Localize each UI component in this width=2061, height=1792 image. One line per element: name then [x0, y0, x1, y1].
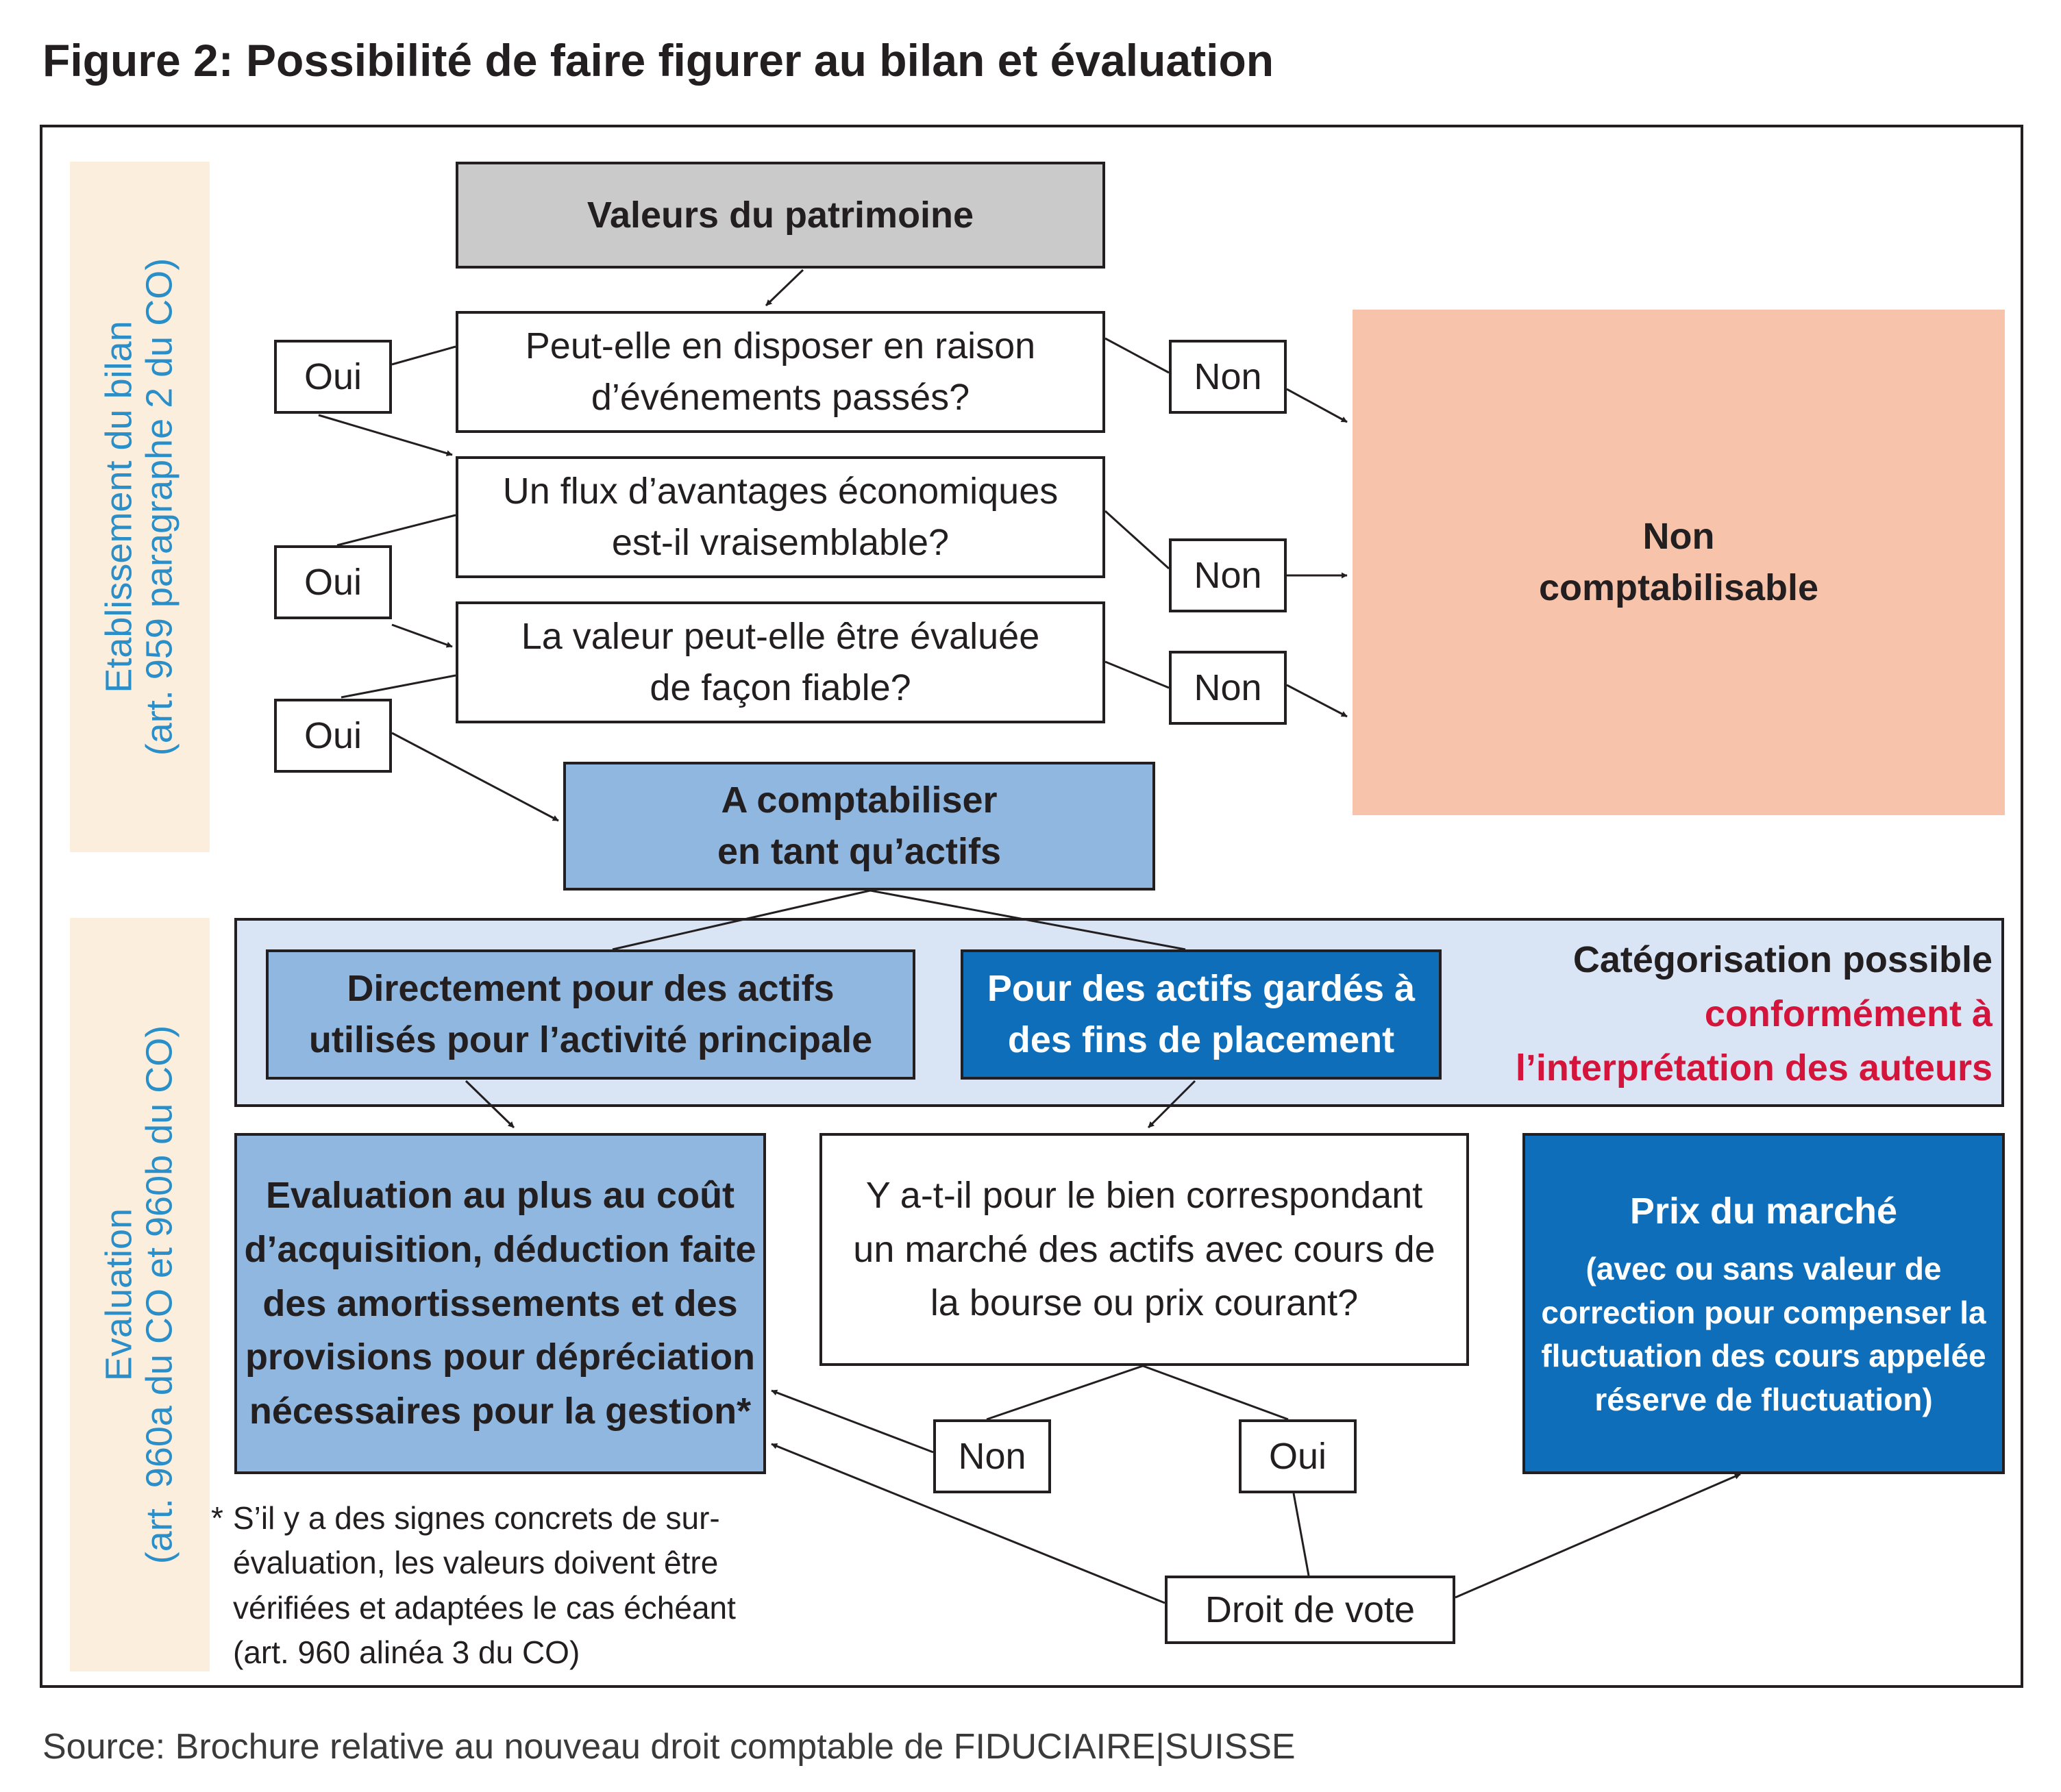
question-disposer-box: Peut-elle en disposer en raison d’événem… — [456, 311, 1105, 433]
evaluation-cout-line1: Evaluation au plus au coût — [265, 1174, 735, 1216]
prix-marche-line2: correction pour compenser la — [1541, 1294, 1986, 1330]
arrow-droit-to-prix — [1455, 1473, 1741, 1599]
footnote-line4: (art. 960 alinéa 3 du CO) — [233, 1634, 580, 1670]
connector-q1-oui — [391, 345, 456, 366]
connector-q2-non — [1104, 510, 1170, 570]
droit-de-vote-text: Droit de vote — [1205, 1589, 1416, 1630]
question-disposer-line1: Peut-elle en disposer en raison — [525, 325, 1036, 367]
droit-de-vote-box: Droit de vote — [1165, 1576, 1455, 1644]
non-comptabilisable-line2: comptabilisable — [1538, 567, 1819, 608]
question-fiable-line2: de façon fiable? — [650, 667, 911, 708]
arrow-non1 — [1286, 388, 1348, 423]
oui-label-2-text: Oui — [304, 561, 362, 603]
section-evaluation: Evaluation (art. 960a du CO et 960b du C… — [70, 918, 210, 1671]
a-comptabiliser-box: A comptabiliser en tant qu’actifs — [563, 762, 1155, 891]
valeurs-patrimoine-text: Valeurs du patrimoine — [587, 194, 974, 236]
marche-question-line1: Y a-t-il pour le bien correspondant — [865, 1174, 1423, 1216]
non-label-3: Non — [1169, 651, 1287, 725]
question-flux-box: Un flux d’avantages économiques est-il v… — [456, 456, 1105, 578]
marche-question-line3: la bourse ou prix courant? — [930, 1282, 1359, 1324]
question-flux-line1: Un flux d’avantages économiques — [502, 471, 1059, 512]
arrow-valeurs-to-q1 — [765, 269, 804, 307]
oui-label-3: Oui — [274, 699, 392, 773]
categorisation-line1: Catégorisation possible — [1572, 939, 1992, 980]
oui-label-3-text: Oui — [304, 714, 362, 756]
placement-line2: des fins de placement — [1007, 1019, 1395, 1060]
directement-line1: Directement pour des actifs — [347, 968, 835, 1010]
oui-label-1: Oui — [274, 340, 392, 414]
connector-marche-oui — [1142, 1365, 1289, 1421]
evaluation-cout-box: Evaluation au plus au coût d’acquisition… — [234, 1133, 766, 1474]
connector-oui-droit — [1292, 1493, 1310, 1576]
non-label-1: Non — [1169, 340, 1287, 414]
connector-marche-non — [986, 1365, 1144, 1421]
arrow-non3 — [1286, 684, 1348, 718]
connector-q2-oui — [336, 514, 456, 547]
section-bilan: Etablissement du bilan (art. 959 paragra… — [70, 162, 210, 852]
a-comptabiliser-line2: en tant qu’actifs — [717, 831, 1002, 872]
footnote-mark: * — [211, 1500, 223, 1536]
evaluation-cout-line5: nécessaires pour la gestion* — [249, 1391, 752, 1432]
directement-box: Directement pour des actifs utilisés pou… — [266, 949, 915, 1080]
non-label-4: Non — [933, 1419, 1051, 1493]
directement-line2: utilisés pour l’activité principale — [308, 1019, 873, 1060]
arrow-non-to-cout — [771, 1389, 934, 1454]
diagram-frame — [40, 125, 2023, 1688]
marche-question-box: Y a-t-il pour le bien correspondant un m… — [819, 1133, 1469, 1366]
non-label-2-text: Non — [1194, 554, 1262, 596]
categorisation-line3: l’interprétation des auteurs — [1515, 1047, 1992, 1088]
figure-title: Figure 2: Possibilité de faire figurer a… — [42, 35, 1274, 86]
footnote: * S’il y a des signes concrets de sur- é… — [211, 1496, 736, 1675]
categorisation-line2: conformément à — [1704, 993, 1992, 1034]
categorisation-note: Catégorisation possible conformément à l… — [1516, 933, 1992, 1095]
non-label-3-text: Non — [1194, 667, 1262, 708]
oui-label-4: Oui — [1239, 1419, 1357, 1493]
placement-box: Pour des actifs gardés à des fins de pla… — [961, 949, 1442, 1080]
evaluation-cout-line4: provisions pour dépréciation — [245, 1336, 756, 1378]
prix-marche-box: Prix du marché (avec ou sans valeur de c… — [1522, 1133, 2005, 1474]
non-label-4-text: Non — [958, 1435, 1026, 1477]
question-fiable-box: La valeur peut-elle être évaluée de faço… — [456, 601, 1105, 723]
prix-marche-line4: réserve de fluctuation) — [1594, 1381, 1933, 1417]
question-disposer-line2: d’événements passés? — [591, 377, 970, 418]
connector-acompta-placement — [869, 889, 1186, 951]
evaluation-cout-line3: des amortissements et des — [262, 1282, 738, 1324]
connector-q3-non — [1104, 660, 1170, 689]
non-label-2: Non — [1169, 538, 1287, 612]
prix-marche-title: Prix du marché — [1629, 1190, 1898, 1232]
arrow-placement-to-marche — [1147, 1080, 1196, 1129]
connector-q1-non — [1104, 337, 1170, 374]
prix-marche-line1: (avec ou sans valeur de — [1585, 1251, 1942, 1287]
footnote-line1: S’il y a des signes concrets de sur- — [233, 1500, 720, 1536]
non-label-1-text: Non — [1194, 356, 1262, 397]
oui-label-2: Oui — [274, 545, 392, 619]
oui-label-4-text: Oui — [1268, 1435, 1327, 1477]
prix-marche-line3: fluctuation des cours appelée — [1541, 1338, 1986, 1374]
arrow-oui-to-q2 — [318, 414, 453, 456]
arrow-directement-to-cout — [465, 1080, 515, 1129]
arrow-droit-to-cout — [771, 1443, 1165, 1604]
arrow-oui-to-q3 — [391, 623, 453, 648]
valeurs-patrimoine-box: Valeurs du patrimoine — [456, 162, 1105, 269]
source-caption: Source: Brochure relative au nouveau dro… — [42, 1727, 1296, 1767]
arrow-oui-to-acompta — [391, 732, 559, 822]
a-comptabiliser-line1: A comptabiliser — [721, 780, 998, 821]
non-comptabilisable-line1: Non — [1642, 516, 1715, 558]
connector-q3-oui — [341, 674, 456, 699]
non-comptabilisable-box: Non comptabilisable — [1353, 310, 2005, 815]
connector-acompta-directement — [612, 889, 871, 951]
footnote-line3: vérifiées et adaptées le cas échéant — [233, 1589, 736, 1626]
evaluation-cout-line2: d’acquisition, déduction faite — [244, 1228, 756, 1270]
question-fiable-line1: La valeur peut-elle être évaluée — [521, 616, 1040, 658]
question-flux-line2: est-il vraisemblable? — [611, 522, 950, 563]
oui-label-1-text: Oui — [304, 356, 362, 397]
marche-question-line2: un marché des actifs avec cours de — [853, 1228, 1435, 1270]
placement-line1: Pour des actifs gardés à — [987, 968, 1416, 1010]
footnote-line2: évaluation, les valeurs doivent être — [233, 1545, 719, 1581]
